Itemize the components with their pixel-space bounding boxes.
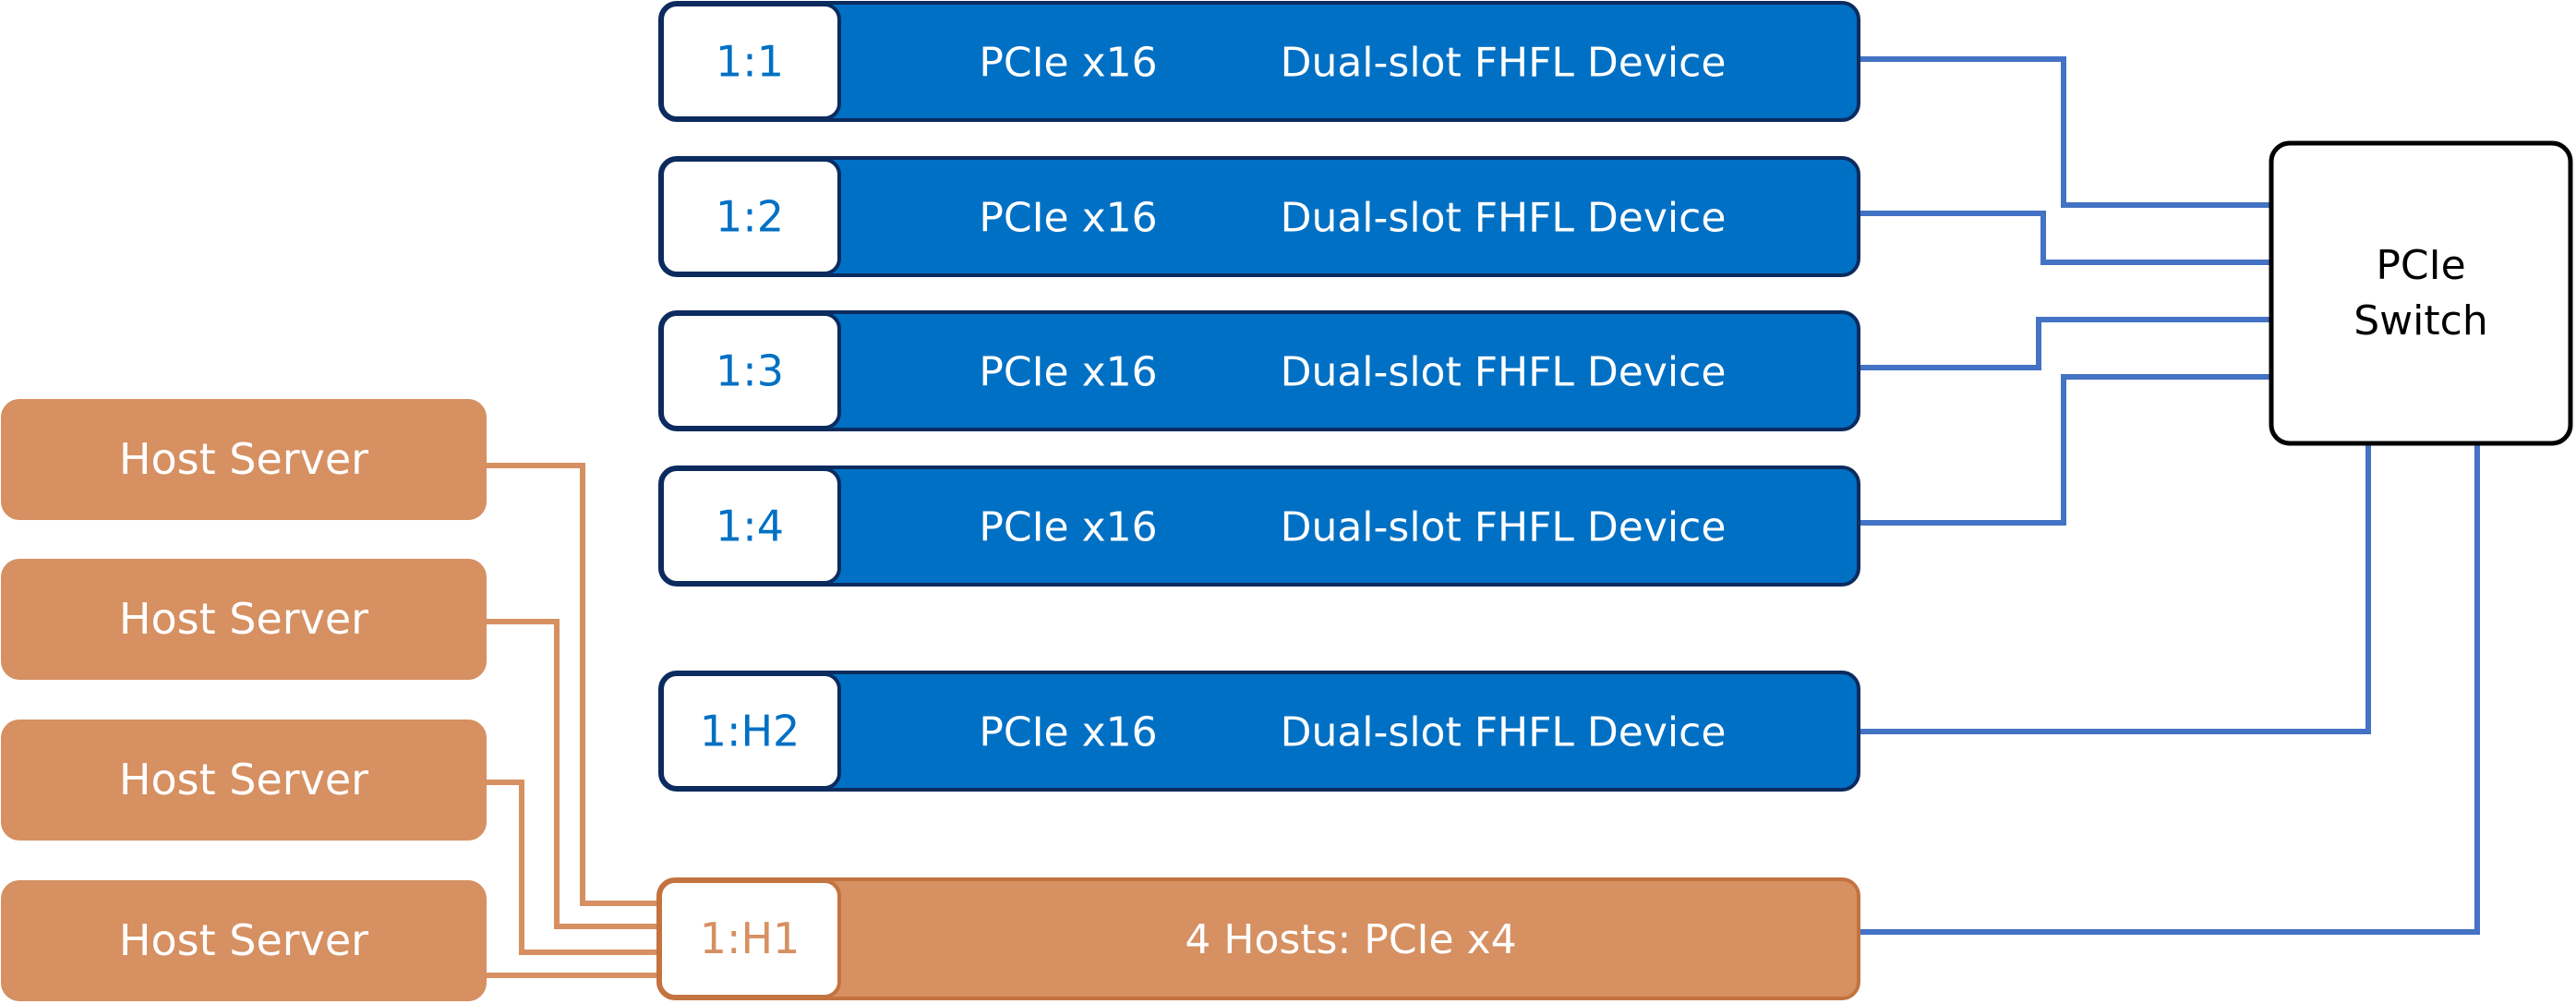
device-slot-id-box <box>660 3 841 120</box>
host-links <box>485 463 658 978</box>
device-slot-bus: PCIe x16 <box>979 349 1157 396</box>
pcie-switch-label-line1: PCIe <box>2376 242 2465 289</box>
link-slot-1-h1 <box>1860 443 2480 935</box>
device-slot: 1:1 PCIe x16 Dual-slot FHFL Device <box>658 1 1860 122</box>
device-slot-id: 1:H2 <box>700 707 800 756</box>
device-slot-bus: PCIe x16 <box>979 40 1157 87</box>
device-slot-device: Dual-slot FHFL Device <box>1281 195 1727 242</box>
pcie-switch: PCIe Switch <box>2269 140 2573 446</box>
host-slot-id-box <box>658 879 841 998</box>
host-server-box <box>1 399 487 520</box>
device-slot-id-box <box>660 158 841 275</box>
host-slot-id: 1:H1 <box>700 913 800 963</box>
link-slot-1-2 <box>1860 211 2273 265</box>
device-slot-device: Dual-slot FHFL Device <box>1281 40 1727 87</box>
device-slot: 1:2 PCIe x16 Dual-slot FHFL Device <box>658 156 1860 277</box>
device-slot-id: 1:2 <box>716 192 784 242</box>
device-slot-id: 1:3 <box>716 346 784 396</box>
link-host-2 <box>485 619 658 929</box>
device-slot-id-box <box>660 467 841 585</box>
host-server-label: Host Server <box>119 594 368 644</box>
host-server: Host Server <box>1 559 487 680</box>
device-slot-bus: PCIe x16 <box>979 504 1157 551</box>
device-slot-id-box <box>660 312 841 429</box>
host-server-label: Host Server <box>119 434 368 484</box>
link-host-1 <box>485 463 658 906</box>
host-server: Host Server <box>1 399 487 520</box>
device-slot-device: Dual-slot FHFL Device <box>1281 504 1727 551</box>
host-server: Host Server <box>1 880 487 1001</box>
switch-links <box>1860 56 2480 935</box>
device-slot-device: Dual-slot FHFL Device <box>1281 709 1727 756</box>
link-host-3 <box>485 780 658 955</box>
pcie-switch-label-line2: Switch <box>2353 297 2487 345</box>
device-slot-bus: PCIe x16 <box>979 195 1157 242</box>
device-slot-id: 1:4 <box>716 502 784 551</box>
host-slot-label: 4 Hosts: PCIe x4 <box>1185 916 1516 963</box>
host-server: Host Server <box>1 720 487 841</box>
device-slot-id-box <box>660 672 841 790</box>
host-server-box <box>1 880 487 1001</box>
device-slot-id: 1:1 <box>716 37 784 87</box>
host-server-box <box>1 559 487 680</box>
link-slot-1-4 <box>1860 374 2273 526</box>
host-server-label: Host Server <box>119 915 368 965</box>
pcie-switch-box <box>2269 140 2573 446</box>
device-slot-bus: PCIe x16 <box>979 709 1157 756</box>
link-slot-1-1 <box>1860 56 2273 208</box>
device-slot: 1:H2 PCIe x16 Dual-slot FHFL Device <box>658 671 1860 792</box>
device-slot: 1:3 PCIe x16 Dual-slot FHFL Device <box>658 310 1860 431</box>
link-slot-1-h2 <box>1860 443 2371 734</box>
device-slot: 1:4 PCIe x16 Dual-slot FHFL Device <box>658 466 1860 587</box>
host-slot: 1:H1 4 Hosts: PCIe x4 <box>656 877 1860 1000</box>
link-slot-1-3 <box>1860 317 2273 370</box>
host-server-label: Host Server <box>119 755 368 804</box>
device-slot-device: Dual-slot FHFL Device <box>1281 349 1727 396</box>
host-server-box <box>1 720 487 841</box>
